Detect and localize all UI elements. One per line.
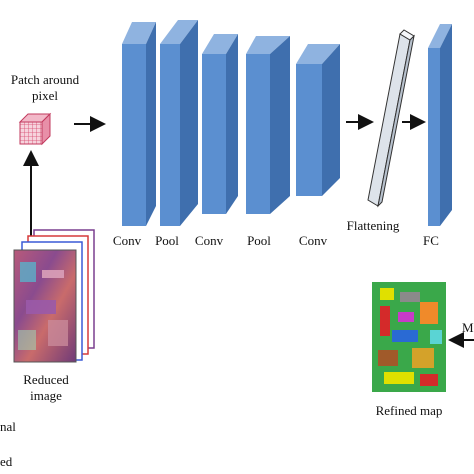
label-partial-nal: nal bbox=[0, 419, 16, 434]
reduced-image-stack bbox=[13, 229, 95, 363]
reduced-image-label-line2: image bbox=[30, 388, 62, 403]
patch-label-line2: pixel bbox=[32, 88, 58, 103]
label-conv-3: Conv bbox=[298, 233, 328, 248]
flattening-slab bbox=[367, 29, 415, 208]
label-fc: FC bbox=[423, 233, 439, 248]
patch-label-line1: Patch around bbox=[10, 72, 80, 87]
refined-map-image bbox=[372, 282, 446, 392]
label-partial-ed: ed bbox=[0, 454, 13, 469]
label-pool-2: Pool bbox=[247, 233, 271, 248]
label-conv-2: Conv bbox=[194, 233, 224, 248]
reduced-image-label-line1: Reduced bbox=[23, 372, 69, 387]
block-fc bbox=[428, 24, 452, 226]
block-conv-3 bbox=[296, 44, 340, 196]
label-conv-1: Conv bbox=[112, 233, 142, 248]
label-partial-m: M bbox=[462, 320, 474, 335]
label-refined-map: Refined map bbox=[375, 403, 443, 418]
block-pool-1 bbox=[160, 20, 198, 226]
block-conv-2 bbox=[202, 34, 238, 214]
block-conv-1 bbox=[122, 22, 156, 226]
label-flattening: Flattening bbox=[346, 218, 400, 233]
block-pool-2 bbox=[246, 36, 290, 214]
patch-cube bbox=[18, 112, 52, 146]
label-pool-1: Pool bbox=[155, 233, 179, 248]
